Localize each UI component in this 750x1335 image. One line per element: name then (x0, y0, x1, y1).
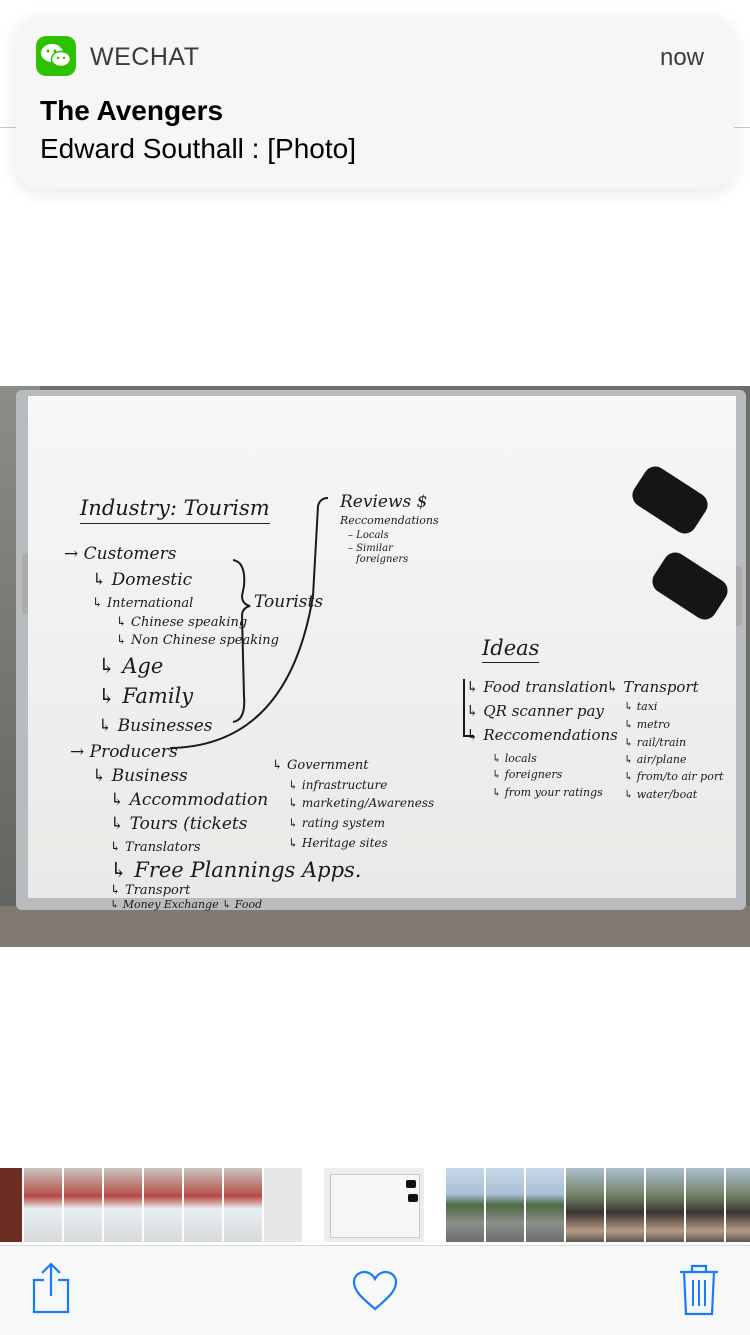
board-clip (22, 554, 32, 614)
wb-line: Reccomendations (340, 514, 439, 527)
wb-line: ↳ International (92, 596, 194, 611)
wb-line: – Similar (348, 543, 393, 554)
share-icon[interactable] (30, 1260, 72, 1321)
wb-line: ↳ from/to air port (624, 770, 724, 783)
wb-line: ↳ Reccomendations (466, 726, 618, 744)
notification-body: Edward Southall : [Photo] (40, 133, 356, 164)
wb-line: foreigners (356, 554, 409, 565)
thumbnail[interactable] (264, 1168, 302, 1242)
wb-line: ↳ water/boat (624, 788, 698, 801)
photo-filmstrip[interactable] (0, 1165, 750, 1245)
wb-line: ↳ Businesses (98, 716, 213, 736)
wb-ideas-heading: Ideas (482, 636, 540, 663)
wb-line: ↳ Translators (110, 840, 201, 855)
thumbnail[interactable] (486, 1168, 524, 1242)
notification-time: now (659, 44, 704, 71)
wb-line: ↳ Transport (606, 678, 699, 696)
thumbnail[interactable] (606, 1168, 644, 1242)
bottom-toolbar (0, 1245, 750, 1335)
thumbnail[interactable] (646, 1168, 684, 1242)
thumbnail[interactable] (24, 1168, 62, 1242)
wb-line: ↳ infrastructure (288, 778, 388, 792)
thumbnail-eraser (408, 1194, 418, 1202)
wb-line: ↳ Age (98, 654, 164, 678)
wb-line: ↳ Family (98, 684, 194, 708)
wb-line: ↳ rail/train (624, 736, 687, 749)
whiteboard-photo[interactable]: Industry: Tourism → Customers ↳ Domestic… (0, 386, 750, 947)
notification-banner[interactable]: WECHAT now The Avengers Edward Southall … (16, 16, 734, 189)
thumbnail[interactable] (64, 1168, 102, 1242)
photo-floor (0, 906, 750, 947)
wb-line: Reviews $ (340, 492, 428, 512)
wb-line: ↳ Domestic (92, 570, 193, 590)
thumbnail[interactable] (526, 1168, 564, 1242)
wb-line: ↳ Chinese speaking (116, 615, 248, 630)
wb-line: ↳ foreigners (492, 768, 563, 781)
wb-line: ↳ locals (492, 752, 537, 765)
thumbnail-board (330, 1174, 420, 1238)
wb-line: ↳ Money Exchange ↳ Food (110, 898, 263, 911)
thumbnail[interactable] (184, 1168, 222, 1242)
thumbnail[interactable] (446, 1168, 484, 1242)
thumbnail[interactable] (224, 1168, 262, 1242)
wb-line: ↳ air/plane (624, 753, 687, 766)
wb-drawing (169, 497, 474, 749)
thumbnail[interactable] (144, 1168, 182, 1242)
heart-icon[interactable] (352, 1270, 398, 1317)
whiteboard: Industry: Tourism → Customers ↳ Domestic… (28, 396, 736, 911)
wb-line: ↳ from your ratings (492, 786, 603, 799)
wb-line: → Customers (64, 544, 177, 564)
wb-line: ↳ Transport (110, 883, 191, 898)
wb-line: → Producers (70, 742, 178, 762)
wb-line: ↳ Free Plannings Apps. (110, 858, 362, 882)
notification-title: The Avengers (40, 95, 224, 126)
thumbnail[interactable] (0, 1168, 22, 1242)
wb-line: ↳ marketing/Awareness (288, 796, 435, 810)
board-clip (732, 566, 742, 626)
thumbnail-selected[interactable] (324, 1168, 424, 1242)
wb-line: ↳ rating system (288, 816, 386, 830)
wb-line: ↳ Accommodation (110, 790, 269, 810)
wb-tourists: Tourists (254, 592, 324, 612)
wb-line: ↳ Government (272, 758, 369, 773)
wb-line: ↳ Heritage sites (288, 836, 388, 850)
wb-line: ↳ Business (92, 766, 188, 786)
wb-line: ↳ taxi (624, 700, 658, 713)
wb-line: – Locals (348, 530, 389, 541)
thumbnail[interactable] (686, 1168, 724, 1242)
thumbnail[interactable] (104, 1168, 142, 1242)
wb-line: ↳ QR scanner pay (466, 702, 604, 720)
thumbnail[interactable] (566, 1168, 604, 1242)
wb-line: ↳ Food translation (466, 678, 609, 696)
notification-app-name: WECHAT (90, 43, 200, 71)
wechat-icon (36, 36, 76, 76)
trash-icon[interactable] (678, 1264, 720, 1321)
wb-line: ↳ Non Chinese speaking (116, 633, 279, 648)
wb-heading: Industry: Tourism (80, 496, 270, 524)
wb-line: ↳ metro (624, 718, 670, 731)
thumbnail[interactable] (726, 1168, 750, 1242)
wb-line: ↳ Tours (tickets (110, 814, 248, 834)
thumbnail-eraser (406, 1180, 416, 1188)
